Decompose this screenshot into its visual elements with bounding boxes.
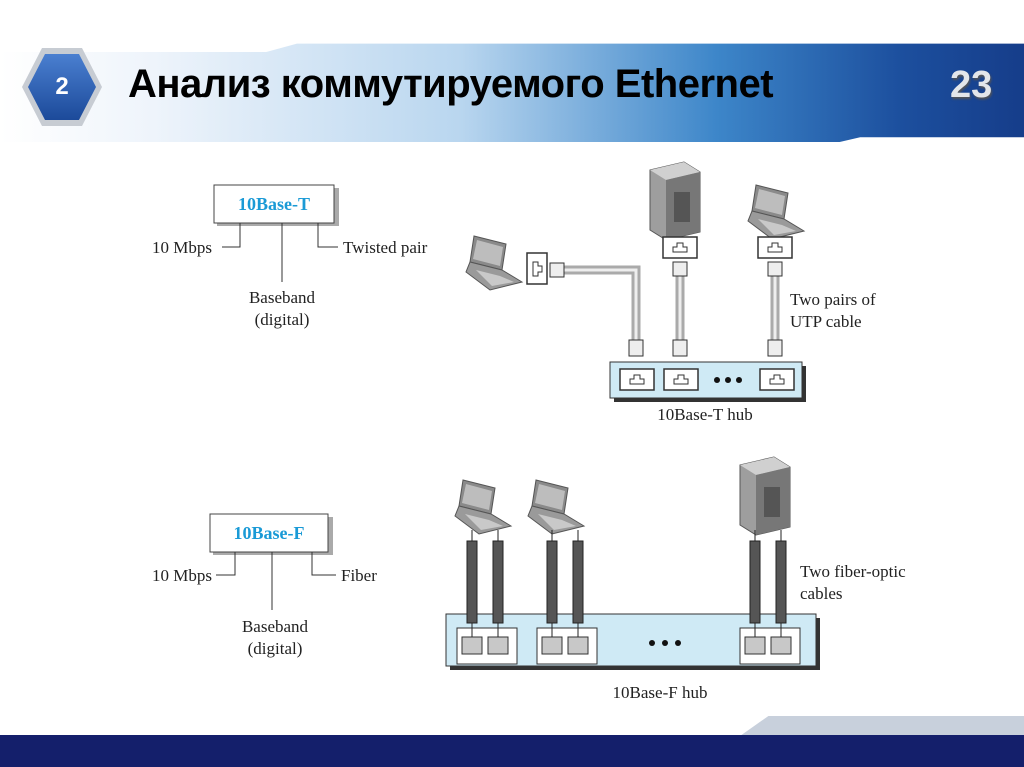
wall-jack-icon — [526, 252, 548, 285]
medium-label: Twisted pair — [343, 238, 428, 257]
server-icon — [649, 161, 701, 241]
footer-accent — [740, 716, 1024, 736]
speed-label: 10 Mbps — [152, 238, 212, 257]
cable-label: Two pairs of — [790, 290, 876, 309]
legend-10baset: 10Base-T 10 Mbps Twisted pair Baseband (… — [152, 184, 428, 329]
legend-10basef: 10Base-F 10 Mbps Fiber Baseband (digital… — [152, 513, 377, 658]
laptop-icon — [465, 235, 523, 291]
laptop-icon — [454, 479, 512, 535]
jack-icon — [757, 236, 793, 259]
laptop-icon — [747, 184, 805, 240]
standard-name: 10Base-F — [234, 523, 305, 543]
page-number: 23 — [950, 64, 993, 106]
medium-label: Fiber — [341, 566, 377, 585]
hub-label: 10Base-F hub — [613, 683, 708, 702]
network-10baset: Two pairs of UTP cable 10Base-T hub — [465, 161, 876, 424]
signal-label: Baseband — [242, 617, 309, 636]
jack-icon — [662, 236, 698, 259]
slide-title: Анализ коммутируемого Ethernet — [128, 62, 774, 106]
signal-sublabel: (digital) — [248, 639, 303, 658]
cable-label: Two fiber-optic — [800, 562, 906, 581]
cable-label-2: UTP cable — [790, 312, 862, 331]
hub-10basef — [445, 613, 820, 670]
hub-label: 10Base-T hub — [657, 405, 753, 424]
signal-label: Baseband — [249, 288, 316, 307]
hub-10baset — [609, 361, 806, 402]
speed-label: 10 Mbps — [152, 566, 212, 585]
header-band — [0, 43, 1024, 142]
signal-sublabel: (digital) — [255, 310, 310, 329]
footer-bar — [0, 735, 1024, 767]
standard-name: 10Base-T — [238, 194, 310, 214]
cable-label-2: cables — [800, 584, 842, 603]
network-10basef: Two fiber-optic cables 10Base-F hub — [445, 456, 906, 702]
server-icon — [739, 456, 791, 536]
laptop-icon — [527, 479, 585, 535]
